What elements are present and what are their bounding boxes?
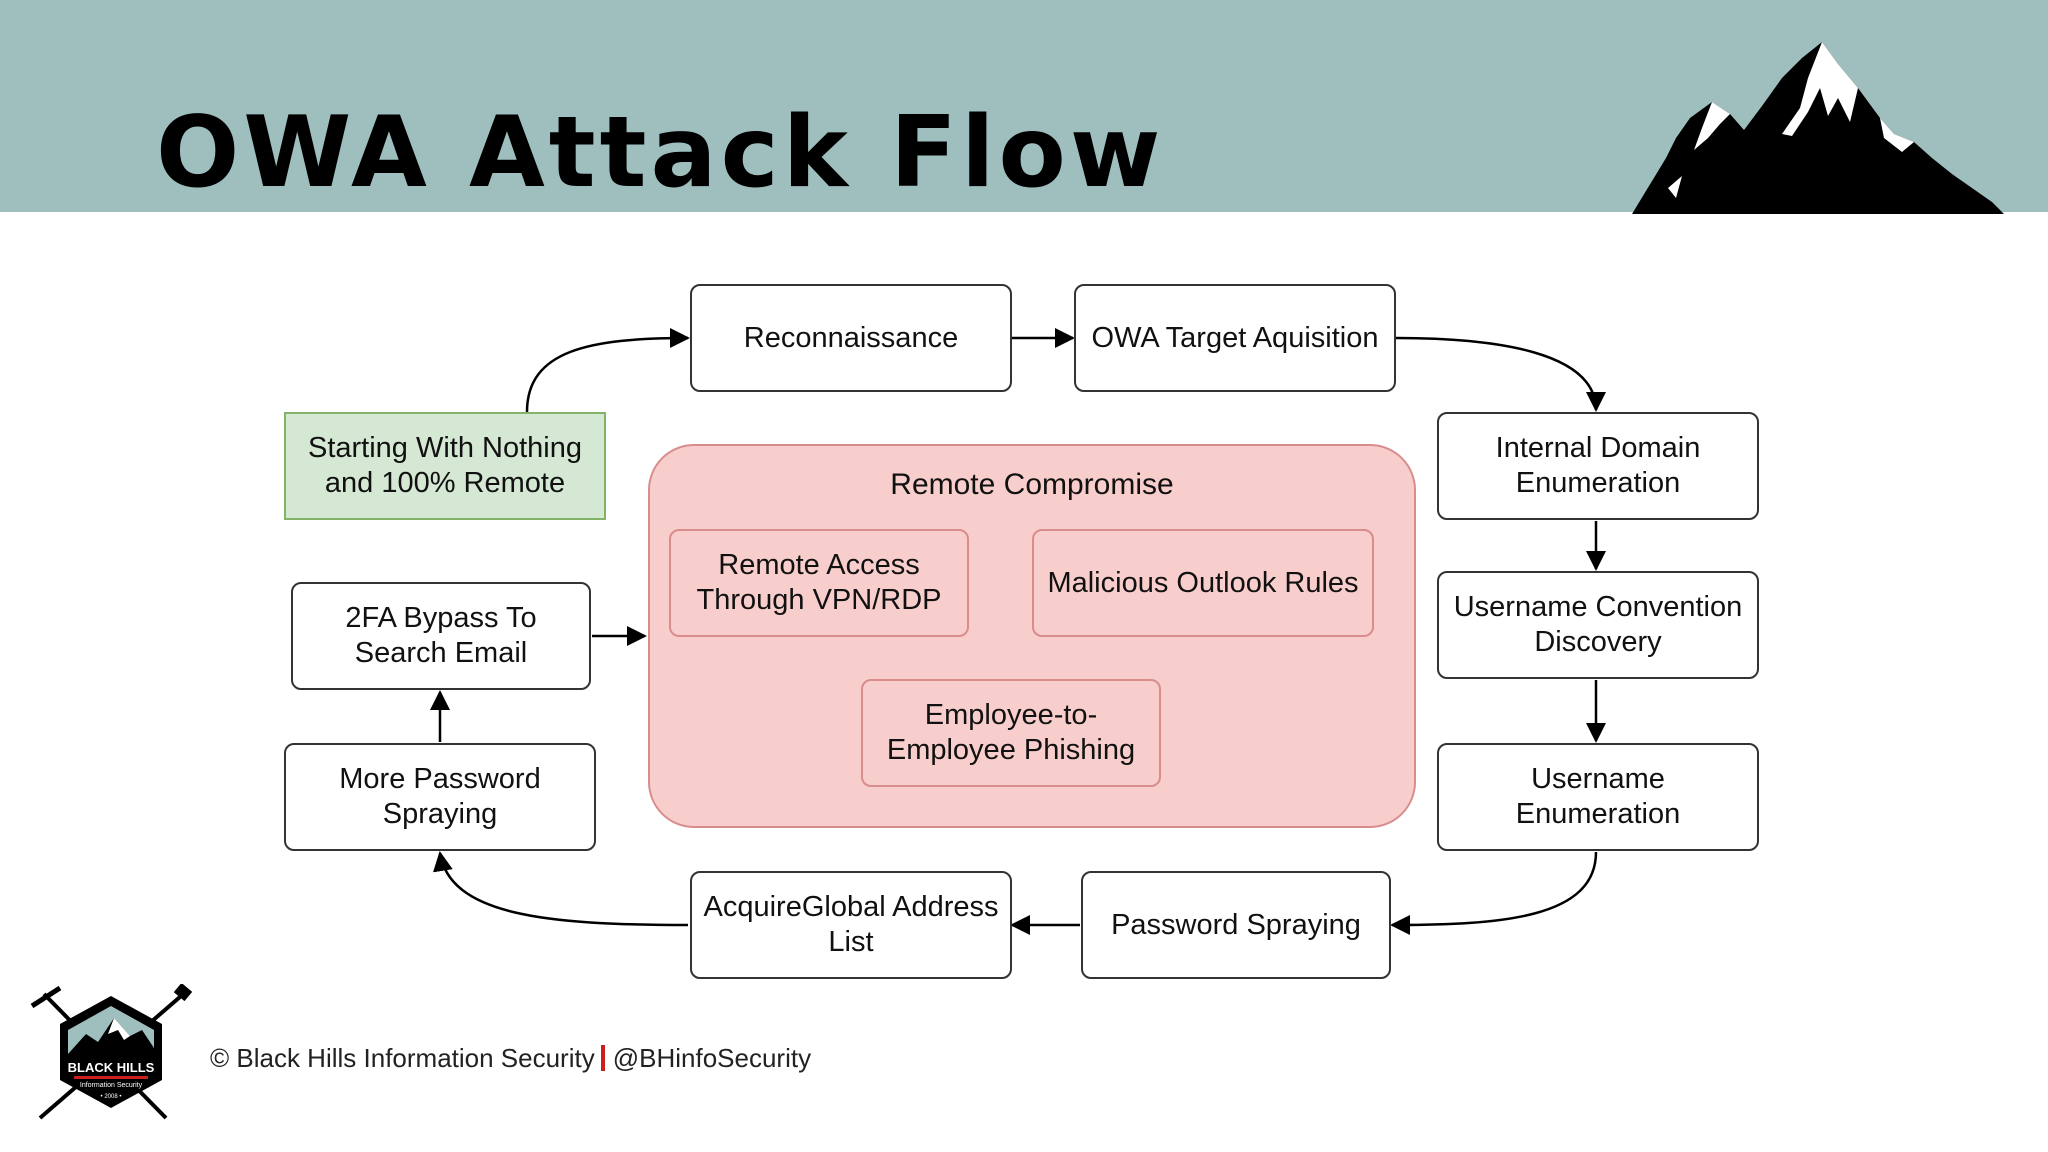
footer-handle[interactable]: @BHinfoSecurity — [612, 1043, 812, 1073]
footer-separator — [600, 1045, 605, 1071]
acquire-gal-node: AcquireGlobal Address List — [690, 871, 1012, 979]
footer: © Black Hills Information Security @BHinf… — [210, 1043, 811, 1074]
footer-copyright: © Black Hills Information Security — [210, 1043, 595, 1073]
remote-compromise-title: Remote Compromise — [890, 468, 1174, 501]
owa-target-node: OWA Target Aquisition — [1074, 284, 1396, 392]
mountain-icon — [1632, 42, 2004, 214]
start-node: Starting With Nothing and 100% Remote — [284, 412, 606, 520]
phishing-node: Employee-to-Employee Phishing — [861, 679, 1161, 787]
outlook-rules-node: Malicious Outlook Rules — [1032, 529, 1374, 637]
black-hills-logo: BLACK HILLS Information Security • 2008 … — [30, 984, 193, 1120]
username-enum-node: Username Enumeration — [1437, 743, 1759, 851]
twofa-bypass-node: 2FA Bypass To Search Email — [291, 582, 591, 690]
more-password-spraying-node: More Password Spraying — [284, 743, 596, 851]
slide-title: OWA Attack Flow — [156, 96, 1165, 210]
password-spraying-node: Password Spraying — [1081, 871, 1391, 979]
logo-year: • 2008 • — [101, 1094, 122, 1100]
arrow-gal-to-more-spraying — [433, 851, 689, 927]
internal-domain-node: Internal Domain Enumeration — [1437, 412, 1759, 520]
username-convention-node: Username Convention Discovery — [1437, 571, 1759, 679]
arrow-owa-to-internal — [1395, 336, 1606, 412]
arrow-start-to-recon — [525, 328, 690, 413]
logo-subtitle: Information Security — [80, 1082, 143, 1089]
vpn-rdp-node: Remote Access Through VPN/RDP — [669, 529, 969, 637]
arrow-username-to-spraying — [1390, 851, 1598, 935]
recon-node: Reconnaissance — [690, 284, 1012, 392]
logo-name: BLACK HILLS — [68, 1060, 155, 1075]
